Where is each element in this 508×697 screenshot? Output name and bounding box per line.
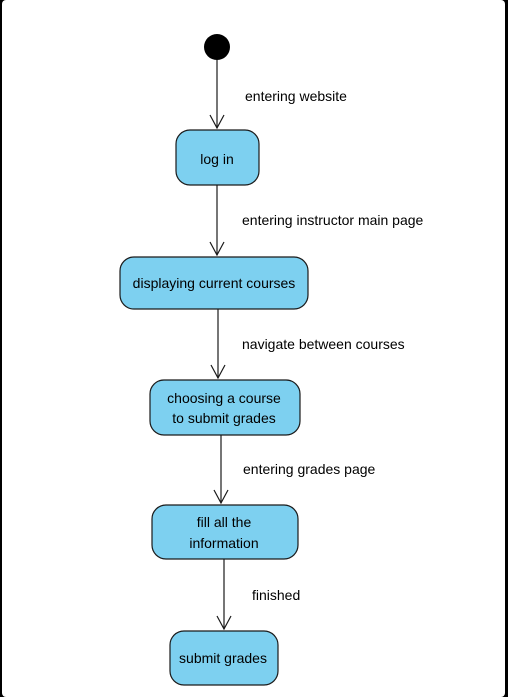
state-fill-information-label-line1: fill all the bbox=[197, 514, 252, 530]
transition-arrowhead-2 bbox=[209, 241, 225, 257]
transition-label-4: entering grades page bbox=[243, 461, 376, 477]
state-log-in bbox=[175, 129, 260, 186]
transition-arrowhead-4 bbox=[213, 489, 229, 505]
initial-node bbox=[204, 34, 230, 60]
state-displaying-current-courses-label: displaying current courses bbox=[133, 275, 296, 291]
transition-arrowhead-5 bbox=[216, 615, 232, 631]
state-choosing-course bbox=[149, 379, 301, 436]
state-submit-grades-label: submit grades bbox=[179, 650, 267, 666]
state-choosing-course-label-line1: choosing a course bbox=[167, 390, 281, 406]
transition-arrowhead-1 bbox=[209, 114, 225, 130]
state-fill-information-label-line2: information bbox=[189, 535, 258, 551]
transition-label-5: finished bbox=[252, 587, 300, 603]
transition-arrowhead-3 bbox=[210, 364, 226, 380]
transition-label-1: entering website bbox=[245, 88, 347, 104]
state-fill-information bbox=[151, 504, 299, 560]
state-log-in-label: log in bbox=[200, 151, 233, 167]
state-choosing-course-label-line2: to submit grades bbox=[172, 410, 276, 426]
transition-label-2: entering instructor main page bbox=[242, 212, 424, 228]
transition-label-3: navigate between courses bbox=[242, 336, 405, 352]
state-submit-grades bbox=[169, 630, 279, 686]
state-displaying-current-courses bbox=[119, 256, 309, 310]
